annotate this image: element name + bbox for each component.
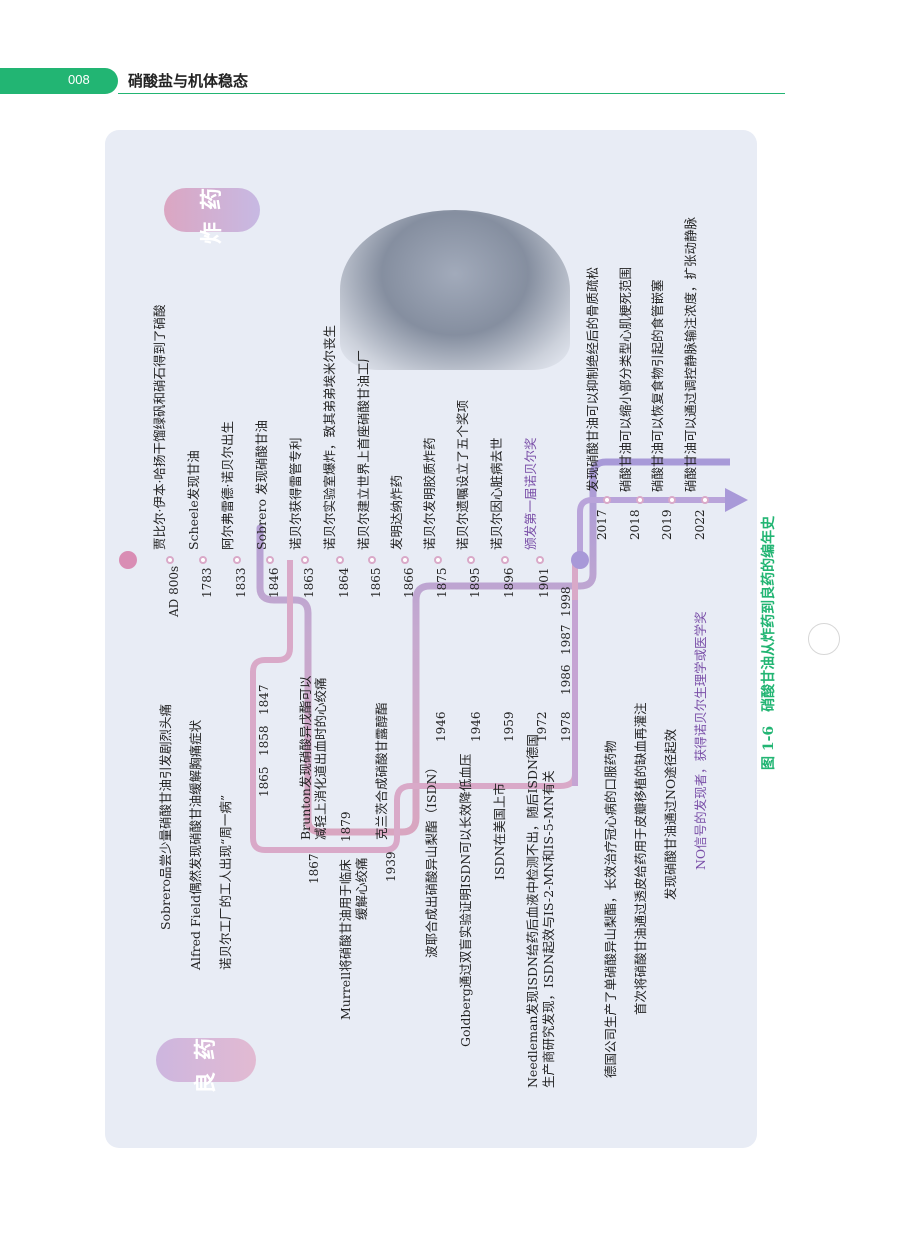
year-2022: 2022 bbox=[693, 509, 707, 540]
murrell-line2: 缓解心绞痛 bbox=[354, 857, 369, 920]
timeline-trunk-modern bbox=[577, 497, 730, 560]
year-1866: 1866 bbox=[402, 567, 416, 598]
header-rule bbox=[118, 93, 785, 94]
event-1946b: Goldberg通过双盲实验证明ISDN可以长效降低血压 bbox=[458, 753, 473, 1047]
brunton-line2: 减轻上消化道出血时的心绞痛 bbox=[313, 677, 328, 840]
year-1895: 1895 bbox=[468, 567, 482, 598]
portrait-statue bbox=[340, 210, 570, 370]
timeline-figure bbox=[130, 160, 730, 1120]
event-1858: Alfred Field偶然发现硝酸甘油缓解胸痛症状 bbox=[188, 719, 203, 970]
year-2019: 2019 bbox=[660, 509, 674, 540]
year-1959: 1959 bbox=[502, 711, 516, 742]
event-1864: 诺贝尔实验室爆炸，致其弟弟埃米尔丧生 bbox=[322, 324, 337, 550]
event-1865: 诺贝尔建立世界上首座硝酸甘油工厂 bbox=[356, 349, 371, 550]
year-1875: 1875 bbox=[435, 567, 449, 598]
event-1986: 首次将硝酸甘油通过透皮给药用于皮瓣移植的缺血再灌注 bbox=[633, 702, 648, 1015]
year-1783: 1783 bbox=[200, 567, 214, 598]
badge-medicine: 良药 bbox=[156, 1026, 256, 1094]
timeline-branch-medicine bbox=[250, 560, 578, 853]
event-1863: 诺贝尔获得雷管专利 bbox=[288, 437, 303, 550]
year-1998: 1998 bbox=[559, 586, 573, 617]
event-2022: 硝酸甘油可以通过调控静脉输注浓度，扩张动静脉 bbox=[683, 216, 698, 492]
book-title: 硝酸盐与机体稳态 bbox=[128, 72, 249, 90]
year-1986: 1986 bbox=[559, 664, 573, 695]
year-1896: 1896 bbox=[502, 567, 516, 598]
event-1901: 颁发第一届诺贝尔奖 bbox=[523, 437, 538, 550]
event-1866: 发明达纳炸药 bbox=[389, 474, 404, 550]
year-1987: 1987 bbox=[559, 624, 573, 655]
header-tab bbox=[0, 68, 118, 94]
event-1846: Sobrero 发现硝酸甘油 bbox=[254, 420, 269, 550]
figure-caption: 图 1-6 硝酸甘油从炸药到良药的编年史 bbox=[761, 515, 777, 770]
event-1978: 德国公司生产了单硝酸异山梨酯，长效治疗冠心病的口服药物 bbox=[603, 740, 618, 1078]
watermark-icon bbox=[808, 623, 840, 655]
event-1875: 诺贝尔发明胶质炸药 bbox=[422, 437, 437, 550]
event-1939: 克兰茨合成硝酸甘露醇酯 bbox=[374, 702, 389, 840]
event-1959: ISDN在美国上市 bbox=[492, 783, 507, 880]
year-1865b: 1865 bbox=[257, 766, 271, 797]
event-2017: 发现硝酸甘油可以抑制绝经后的骨质疏松 bbox=[585, 266, 600, 492]
event-1833: 阿尔弗雷德·诺贝尔出生 bbox=[220, 421, 235, 550]
year-1865: 1865 bbox=[369, 567, 383, 598]
year-1863: 1863 bbox=[302, 567, 316, 598]
year-1901: 1901 bbox=[537, 567, 551, 598]
event-1998: NO信号的发现者，获得诺贝尔生理学或医学奖 bbox=[693, 611, 708, 870]
year-1864: 1864 bbox=[337, 567, 351, 598]
year-1939: 1939 bbox=[384, 851, 398, 882]
year-1867: 1867 bbox=[307, 853, 321, 884]
year-1978: 1978 bbox=[559, 711, 573, 742]
event-2018: 硝酸甘油可以缩小部分类型心肌梗死范围 bbox=[618, 266, 633, 492]
event-1865-worker: 诺贝尔工厂的工人出现“周一病” bbox=[218, 794, 233, 970]
brunton-line1: Brunton发现硝酸异戊酯可以 bbox=[298, 675, 313, 840]
timeline-main bbox=[256, 458, 730, 836]
year-ad800s: AD 800s bbox=[167, 565, 181, 617]
needleman-line1: Needleman发现ISDN给药后血液中检测不出，随后ISDN德国 bbox=[525, 734, 540, 1088]
needleman-line2: 生产商研究发现，ISDN起效与IS-2-MN和IS-5-MN有关 bbox=[541, 770, 556, 1088]
event-1783: Scheele发现甘油 bbox=[186, 450, 201, 550]
event-ad800s: 贾比尔·伊本·哈扬干馏绿矾和硝石得到了硝酸 bbox=[152, 304, 167, 550]
event-1946a: 波耶合成出硝酸异山梨酯（ISDN） bbox=[424, 761, 439, 958]
year-1847: 1847 bbox=[257, 684, 271, 715]
year-1858: 1858 bbox=[257, 725, 271, 756]
badge-explosive: 炸药 bbox=[164, 176, 260, 244]
murrell-line1: Murrell将硝酸甘油用于临床 bbox=[338, 859, 353, 1020]
timeline-arrow bbox=[725, 488, 748, 512]
year-2018: 2018 bbox=[628, 509, 642, 540]
year-2017: 2017 bbox=[595, 509, 609, 540]
timeline-path bbox=[256, 458, 730, 836]
event-1896: 诺贝尔因心脏病去世 bbox=[489, 437, 504, 550]
timeline-start-dot bbox=[119, 551, 137, 569]
year-1946b: 1946 bbox=[469, 711, 483, 742]
year-1879: 1879 bbox=[339, 811, 353, 842]
year-1946a: 1946 bbox=[434, 711, 448, 742]
event-2019: 硝酸甘油可以恢复食物引起的食管嵌塞 bbox=[650, 279, 665, 492]
event-1987: 发现硝酸甘油通过NO途径起效 bbox=[663, 728, 678, 900]
event-1895: 诺贝尔遗嘱设立了五个奖项 bbox=[455, 399, 470, 550]
event-1847: Sobrero品尝少量硝酸甘油引发剧烈头痛 bbox=[158, 704, 173, 930]
timeline-junction-dot bbox=[571, 551, 589, 569]
page-number: 008 bbox=[68, 72, 90, 87]
year-1833: 1833 bbox=[234, 567, 248, 598]
year-1846: 1846 bbox=[267, 567, 281, 598]
